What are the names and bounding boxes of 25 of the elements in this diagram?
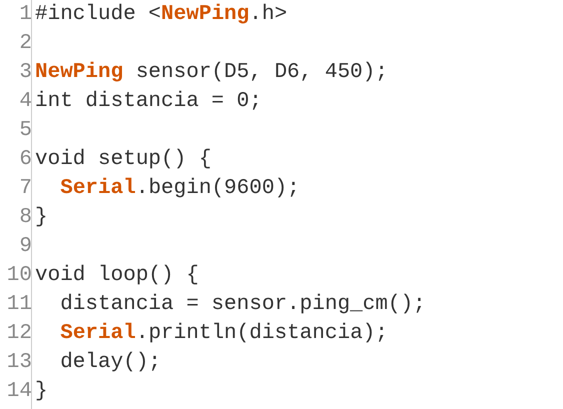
code-line: distancia = sensor.ping_cm();	[59, 292, 426, 318]
line-number: 10	[6, 263, 32, 289]
line-number: 9	[19, 234, 32, 260]
code-line: }	[35, 205, 48, 231]
line-number: 7	[19, 176, 32, 202]
line-number: 11	[6, 292, 32, 318]
line-number: 2	[19, 31, 32, 57]
line-number: 12	[6, 321, 32, 347]
code-line: }	[35, 379, 48, 405]
line-number: 1	[19, 2, 32, 28]
line-number: 8	[19, 205, 32, 231]
line-number: 14	[6, 379, 32, 405]
code-line: Serial.println(distancia);	[59, 321, 388, 347]
code-line: void setup() {	[35, 147, 212, 173]
line-number: 3	[19, 60, 32, 86]
code-line: delay();	[59, 350, 162, 376]
line-number: 6	[19, 147, 32, 173]
code-line: #include <NewPing.h>	[35, 2, 288, 28]
code-line: NewPing sensor(D5, D6, 450);	[35, 60, 388, 86]
code-line: Serial.begin(9600);	[59, 176, 300, 202]
code-line: int distancia = 0;	[35, 89, 262, 115]
line-number: 5	[19, 118, 32, 144]
line-number: 4	[19, 89, 32, 115]
code-line: void loop() {	[35, 263, 199, 289]
line-number: 13	[6, 350, 32, 376]
